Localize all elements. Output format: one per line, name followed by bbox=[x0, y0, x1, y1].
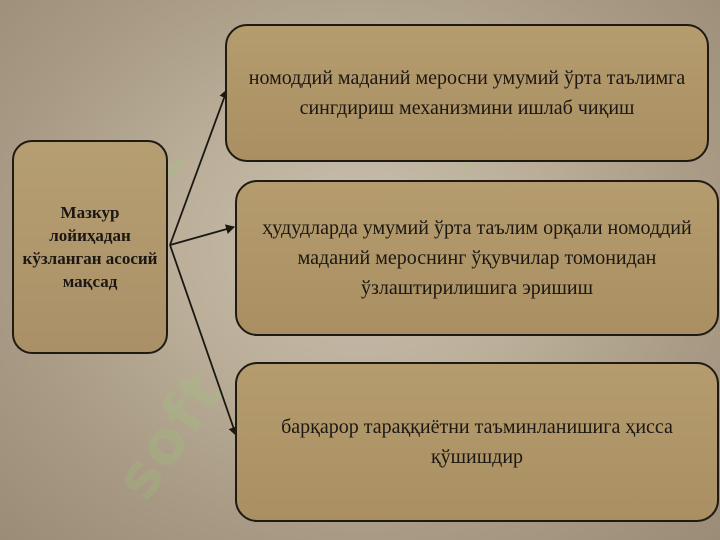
arrow-to-target-1 bbox=[169, 89, 229, 246]
arrow-to-target-3 bbox=[169, 244, 239, 436]
arrow-to-target-2 bbox=[169, 224, 235, 246]
goal-target-label-2: ҳудудларда умумий ўрта таълим орқали ном… bbox=[262, 217, 692, 299]
goal-target-box-1: номоддий маданий меросни умумий ўрта таъ… bbox=[225, 24, 709, 162]
goal-target-box-2: ҳудудларда умумий ўрта таълим орқали ном… bbox=[235, 180, 719, 336]
goal-target-label-1: номоддий маданий меросни умумий ўрта таъ… bbox=[248, 67, 686, 119]
goal-source-label: Мазкур лойиҳадан кўзланган асосий мақсад bbox=[22, 203, 158, 291]
goal-source-box: Мазкур лойиҳадан кўзланган асосий мақсад bbox=[12, 140, 168, 354]
goal-target-box-3: барқарор тараққиётни таъминланишига ҳисс… bbox=[235, 362, 719, 522]
goal-target-label-3: барқарор тараққиётни таъминланишига ҳисс… bbox=[281, 416, 673, 468]
